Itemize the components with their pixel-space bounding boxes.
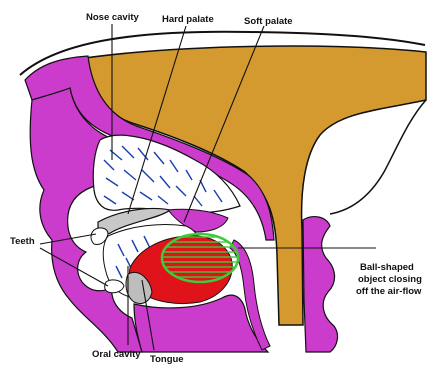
label-hard-palate: Hard palate [162, 14, 214, 25]
label-teeth: Teeth [10, 236, 35, 247]
label-soft-palate: Soft palate [244, 16, 293, 27]
neck-tissue [303, 217, 337, 352]
label-ball-line2: object closing [358, 274, 422, 285]
label-nose-cavity: Nose cavity [86, 12, 140, 23]
label-oral-cavity: Oral cavity [92, 349, 141, 360]
label-ball-line1: Ball-shaped [360, 262, 414, 273]
label-tongue: Tongue [150, 354, 184, 365]
ball-shaped-object [162, 234, 238, 282]
label-ball-line3: off the air-flow [356, 286, 422, 297]
